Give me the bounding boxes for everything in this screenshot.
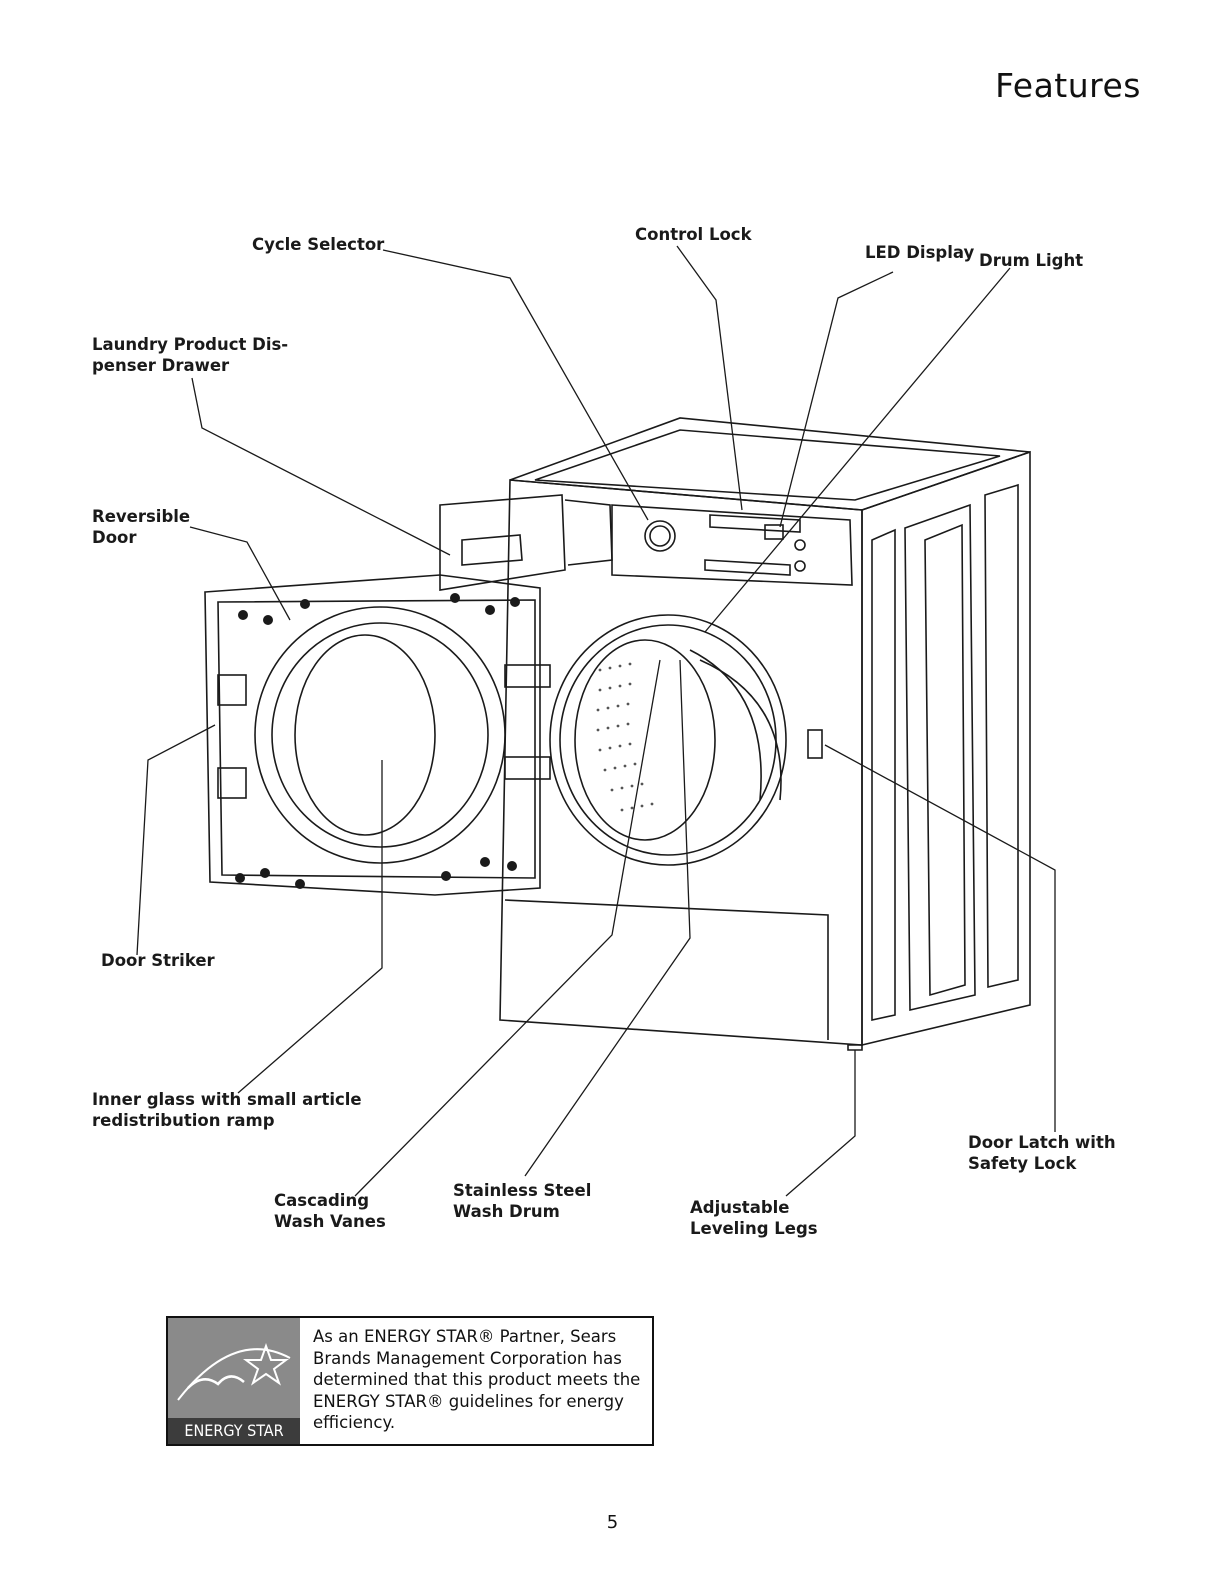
leader-reversible-door xyxy=(189,526,291,621)
label-wash-drum: Stainless Steel Wash Drum xyxy=(453,1180,591,1222)
energy-star-line2: Brands Management Corporation has xyxy=(313,1348,622,1368)
label-cascading-line2: Wash Vanes xyxy=(274,1212,386,1231)
label-reversible-door: Reversible Door xyxy=(92,506,190,548)
energy-star-icon xyxy=(177,1343,291,1401)
label-door-latch-line1: Door Latch with xyxy=(968,1133,1116,1152)
page-title: Features xyxy=(995,66,1141,105)
leader-cascading xyxy=(354,659,661,1197)
label-door-striker: Door Striker xyxy=(101,951,215,970)
leader-inner-glass xyxy=(237,760,383,1094)
label-led-display: LED Display xyxy=(865,243,975,262)
label-legs-line1: Adjustable xyxy=(690,1198,790,1217)
energy-star-line1: As an ENERGY STAR® Partner, Sears xyxy=(313,1327,617,1346)
label-drum-line2: Wash Drum xyxy=(453,1202,560,1221)
label-drum-light: Drum Light xyxy=(979,251,1084,270)
leader-led-display xyxy=(779,271,894,528)
label-drum-line1: Stainless Steel xyxy=(453,1181,592,1200)
leader-control-lock xyxy=(676,245,743,511)
page-number: 5 xyxy=(606,1512,619,1533)
label-inner-glass-line2: redistribution ramp xyxy=(92,1111,275,1130)
energy-star-line5: efficiency. xyxy=(313,1413,396,1432)
label-door-latch-line2: Safety Lock xyxy=(968,1154,1077,1173)
label-cascading-line1: Cascading xyxy=(274,1191,370,1210)
energy-star-logo-text: ENERGY STAR xyxy=(168,1418,300,1444)
energy-star-text: As an ENERGY STAR® Partner, Sears Brands… xyxy=(313,1326,649,1434)
leader-door-striker xyxy=(136,724,216,956)
leader-cycle-selector xyxy=(382,249,649,521)
label-dispenser-line1: Laundry Product Dis- xyxy=(92,335,289,354)
energy-star-notice: ENERGY STAR As an ENERGY STAR® Partner, … xyxy=(166,1316,654,1446)
label-cascading-vanes: Cascading Wash Vanes xyxy=(274,1190,386,1232)
leader-drum xyxy=(524,659,691,1177)
label-reversible-line1: Reversible xyxy=(92,507,191,526)
label-inner-glass: Inner glass with small article redistrib… xyxy=(92,1089,362,1131)
energy-star-logo: ENERGY STAR xyxy=(168,1318,300,1444)
leader-door-latch xyxy=(824,744,1056,1132)
label-control-lock: Control Lock xyxy=(635,225,752,244)
label-dispenser-line2: penser Drawer xyxy=(92,356,230,375)
energy-star-line3: determined that this product meets the xyxy=(313,1370,641,1389)
label-inner-glass-line1: Inner glass with small article xyxy=(92,1090,362,1109)
label-reversible-line2: Door xyxy=(92,528,137,547)
label-dispenser-drawer: Laundry Product Dis- penser Drawer xyxy=(92,334,288,376)
leader-legs xyxy=(785,1050,856,1197)
label-leveling-legs: Adjustable Leveling Legs xyxy=(690,1197,818,1239)
leader-drum-light xyxy=(704,267,1011,633)
label-legs-line2: Leveling Legs xyxy=(690,1219,818,1238)
label-cycle-selector: Cycle Selector xyxy=(252,235,385,254)
energy-star-line4: ENERGY STAR® guidelines for energy xyxy=(313,1391,624,1411)
label-door-latch: Door Latch with Safety Lock xyxy=(968,1132,1116,1174)
leader-dispenser xyxy=(191,377,451,556)
